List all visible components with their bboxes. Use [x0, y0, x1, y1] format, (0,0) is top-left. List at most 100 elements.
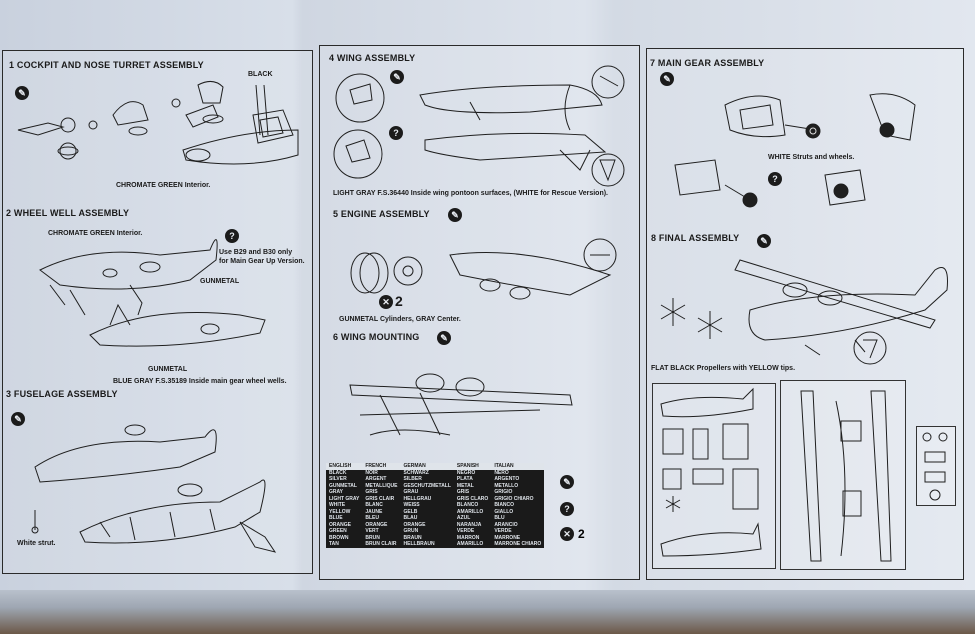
color-chart-cell: BLU: [494, 515, 505, 521]
color-chart-cell: ARGENTO: [494, 476, 520, 482]
parts-sprue-2: [780, 380, 906, 570]
color-chart-cell: YELLOW: [329, 508, 351, 515]
color-chart-header-cell: GERMAN: [400, 463, 454, 470]
step5-gunmetal-note: GUNMETAL Cylinders, GRAY Center.: [339, 316, 461, 323]
parts-sprue-3: [916, 426, 956, 506]
color-chart-cell: BLACK: [329, 469, 347, 476]
color-chart-cell: GRUN: [403, 528, 419, 534]
step2-b29-note: Use B29 and B30 only: [219, 249, 293, 256]
color-chart-cell: BROWN: [329, 534, 349, 541]
color-chart-cell: GREEN: [329, 528, 347, 534]
step2-gunmetal-note-2: GUNMETAL: [148, 366, 188, 373]
color-chart-cell: GRIGIO CHIARO: [494, 495, 534, 502]
color-chart-cell: GRIS: [456, 489, 470, 495]
wing-mounting-drawing: [349, 373, 573, 436]
question-icon: ?: [225, 229, 239, 243]
color-chart-cell: NEGRO: [456, 469, 476, 476]
color-chart-cell: METAL: [456, 482, 474, 489]
step2-title: 2 WHEEL WELL ASSEMBLY: [6, 208, 130, 218]
parts-sprue-1: [652, 383, 776, 569]
color-chart-cell: ORANGE: [403, 521, 426, 528]
color-chart-header: ENGLISH FRENCH GERMAN SPANISH ITALIAN: [326, 463, 545, 470]
panel-left: [2, 50, 313, 574]
final-assembly-drawing: [660, 259, 948, 365]
color-chart-header-cell: ENGLISH: [326, 463, 363, 470]
color-chart-cell: GRAU: [403, 489, 419, 495]
step3-strut-note: White strut.: [17, 540, 56, 547]
step1-interior-note: CHROMATE GREEN Interior.: [116, 182, 211, 189]
question-icon: ?: [389, 126, 403, 140]
color-chart-cell: GRIS CLAIR: [365, 495, 395, 502]
step6-title: 6 WING MOUNTING: [333, 332, 420, 342]
paint-icon: ✎: [15, 86, 29, 100]
color-chart-cell: AMARILLO: [456, 508, 484, 515]
sprue-3-parts: [922, 432, 948, 501]
color-chart-cell: HELLBRAUN: [403, 541, 435, 547]
fuselage-drawing: [31, 424, 277, 553]
color-chart: ENGLISH FRENCH GERMAN SPANISH ITALIAN BL…: [326, 463, 545, 548]
color-chart-cell: MARRONE CHIARO: [494, 541, 542, 547]
question-icon: ?: [768, 172, 782, 186]
paint-icon: ✎: [757, 234, 771, 248]
wheel-well-drawing: [39, 239, 266, 347]
color-chart-header-cell: FRENCH: [362, 463, 401, 470]
color-chart-cell: VERDE: [494, 528, 512, 534]
color-chart-header-cell: ITALIAN: [491, 463, 545, 470]
times-two-icon: ✕: [379, 295, 393, 309]
color-chart-cell: NOIR: [365, 469, 378, 476]
color-chart-cell: METALLIQUE: [365, 482, 398, 489]
color-chart-cell: JAUNE: [365, 508, 383, 515]
step5-x2-note: 2: [395, 293, 403, 309]
step4-title: 4 WING ASSEMBLY: [329, 53, 416, 63]
color-chart-cell: SILBER: [403, 476, 422, 482]
main-gear-drawing: [674, 93, 916, 208]
color-chart-cell: WEISS: [403, 502, 420, 508]
step8-props-note: FLAT BLACK Propellers with YELLOW tips.: [651, 365, 796, 372]
paint-icon: ✎: [448, 208, 462, 222]
color-chart-cell: AMARILLO: [456, 541, 484, 547]
color-chart-cell: GRIS: [365, 489, 378, 495]
paint-icon: ✎: [390, 70, 404, 84]
step2-gunmetal-note-1: GUNMETAL: [200, 278, 240, 285]
color-chart-cell: BLUE: [329, 515, 343, 521]
color-chart-cell: HELLGRAU: [403, 495, 432, 502]
color-chart-cell: GUNMETAL: [329, 482, 357, 489]
step7-white-note: WHITE Struts and wheels.: [768, 154, 855, 161]
color-chart-cell: GESCHUTZMETALL: [403, 482, 451, 489]
color-chart-row: GREEN VERT GRUN VERDE VERDE: [326, 528, 544, 535]
color-chart-header-cell: SPANISH: [453, 463, 492, 470]
color-chart-cell: ARANCIO: [494, 521, 518, 528]
color-chart-cell: AZUL: [456, 515, 471, 521]
color-chart-cell: SCHWARZ: [403, 469, 429, 476]
legend-x2: ✕ 2: [560, 527, 585, 541]
sprue-1-parts: [660, 387, 762, 557]
step2-b29-note-2: for Main Gear Up Version.: [219, 258, 305, 265]
color-chart-cell: LIGHT GRAY: [329, 495, 360, 502]
engine-drawing: [350, 238, 617, 300]
color-chart-cell: VERT: [365, 528, 379, 534]
step4-gray-note: LIGHT GRAY F.S.36440 Inside wing pontoon…: [333, 190, 609, 197]
color-chart-cell: MARRONE: [494, 534, 521, 541]
color-chart-cell: ORANGE: [365, 521, 388, 528]
color-chart-cell: VERDE: [456, 528, 475, 534]
cockpit-turret-drawing: [17, 81, 299, 165]
step1-title: 1 COCKPIT AND NOSE TURRET ASSEMBLY: [9, 60, 204, 70]
color-chart-cell: ARGENT: [365, 476, 387, 482]
color-chart-cell: GRAY: [329, 489, 343, 495]
color-chart-cell: BRUN: [365, 534, 380, 541]
legend-x2-label: 2: [578, 527, 585, 541]
color-chart-cell: BLANCO: [456, 502, 479, 508]
question-icon: ?: [560, 502, 574, 516]
step1-black-note: BLACK: [248, 71, 273, 78]
paint-icon: ✎: [437, 331, 451, 345]
color-chart-cell: BRAUN: [403, 534, 422, 541]
